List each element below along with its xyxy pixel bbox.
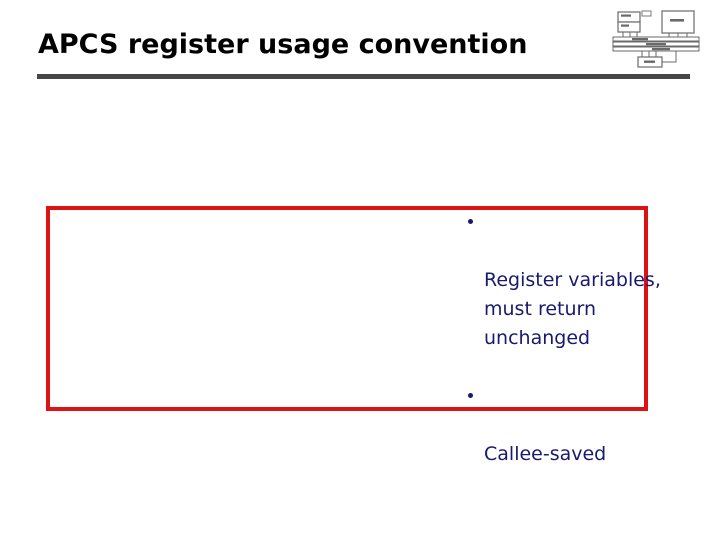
list-item: Register variables, must return unchange… [466,208,706,382]
content-outline-box [46,206,648,411]
page-title: APCS register usage convention [38,29,528,60]
system-block-diagram-logo [612,8,700,70]
list-item-label: Callee-saved [484,443,607,465]
title-divider [37,74,690,79]
bullet-dot-icon [468,393,473,398]
bullet-dot-icon [468,219,473,224]
list-item: Callee-saved [466,382,706,498]
bullet-list: Register variables, must return unchange… [466,208,706,498]
list-item-label: Register variables, must return unchange… [484,269,661,349]
